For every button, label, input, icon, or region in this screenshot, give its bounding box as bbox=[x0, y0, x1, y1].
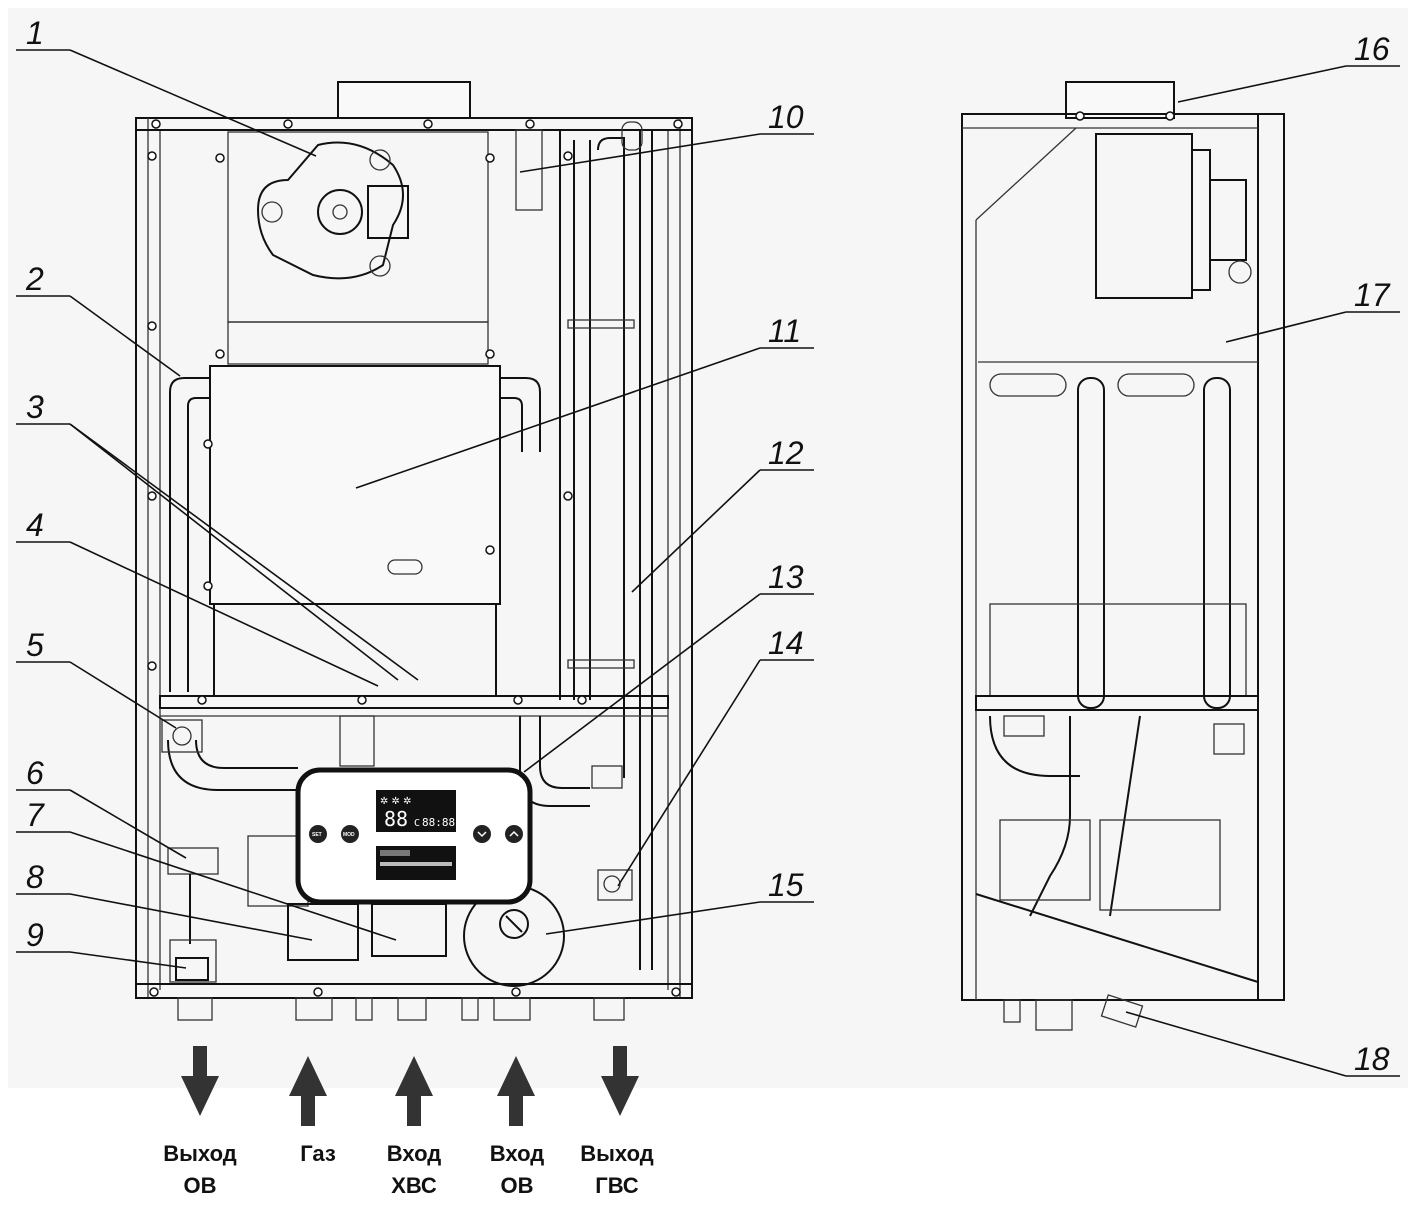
connection-gas-in: Газ bbox=[263, 1138, 373, 1170]
callout-leaders bbox=[16, 49, 1400, 1077]
arrow-up-icon bbox=[289, 1056, 327, 1126]
callout-5: 5 bbox=[26, 627, 44, 663]
connection-label-line1: Газ bbox=[300, 1141, 336, 1166]
side-screws bbox=[1075, 111, 1175, 121]
callout-2: 2 bbox=[25, 261, 44, 297]
fan-scroll bbox=[256, 141, 404, 280]
callout-17: 17 bbox=[1354, 277, 1391, 313]
combustion-chamber bbox=[209, 365, 501, 605]
connection-label-line1: Вход bbox=[489, 1141, 545, 1166]
down-button[interactable] bbox=[473, 825, 491, 843]
callout-8: 8 bbox=[26, 859, 44, 895]
arrow-up-icon bbox=[497, 1056, 535, 1126]
arrow-up-icon bbox=[395, 1056, 433, 1126]
chevron-down-icon bbox=[477, 831, 487, 838]
connection-hot-water-out: Выход ГВС bbox=[562, 1138, 672, 1202]
callout-12: 12 bbox=[768, 435, 804, 471]
connection-label-line2: ХВС bbox=[391, 1173, 437, 1198]
callout-3: 3 bbox=[26, 389, 44, 425]
connection-cold-water-in: Вход ХВС bbox=[359, 1138, 469, 1202]
callout-16: 16 bbox=[1354, 31, 1390, 67]
callout-13: 13 bbox=[768, 559, 804, 595]
arrow-down-icon bbox=[601, 1046, 639, 1116]
front-screws bbox=[147, 119, 683, 997]
connection-label-line1: Выход bbox=[163, 1141, 237, 1166]
arrow-down-icon bbox=[181, 1046, 219, 1116]
lcd-icons: ✲ ✲ ✲ bbox=[380, 796, 412, 807]
mod-button-label: MOD bbox=[343, 832, 355, 838]
callout-10: 10 bbox=[768, 99, 804, 135]
callout-6: 6 bbox=[26, 755, 44, 791]
side-view bbox=[961, 81, 1285, 1031]
set-button-label: SET bbox=[312, 832, 322, 838]
up-button[interactable] bbox=[505, 825, 523, 843]
callout-7: 7 bbox=[26, 797, 45, 833]
lcd-digits: 88 bbox=[384, 807, 408, 831]
callout-15: 15 bbox=[768, 867, 804, 903]
connection-heating-return: Вход ОВ bbox=[462, 1138, 572, 1202]
connection-label-line2: ГВС bbox=[595, 1173, 639, 1198]
control-panel: ✲ ✲ ✲ 88 C 88:88 SET MOD bbox=[295, 767, 533, 905]
callout-11: 11 bbox=[768, 313, 801, 349]
front-flue-outlet bbox=[337, 81, 471, 119]
set-button[interactable] bbox=[309, 825, 327, 843]
callout-14: 14 bbox=[768, 625, 804, 661]
mid-bar bbox=[159, 695, 669, 709]
flow-arrows bbox=[181, 1046, 639, 1126]
side-flue-outlet bbox=[1065, 81, 1175, 119]
connection-label-line1: Вход bbox=[386, 1141, 442, 1166]
callout-18: 18 bbox=[1354, 1041, 1390, 1077]
chevron-up-icon bbox=[509, 830, 519, 837]
connection-label-line1: Выход bbox=[580, 1141, 654, 1166]
callout-numbers: 1 2 3 4 5 6 7 8 9 10 11 12 13 14 15 16 1… bbox=[25, 15, 1391, 1077]
callout-1: 1 bbox=[26, 15, 44, 51]
lcd-display bbox=[376, 790, 456, 832]
connection-label-line2: ОВ bbox=[183, 1173, 217, 1198]
callout-9: 9 bbox=[26, 917, 44, 953]
control-panel-housing bbox=[295, 767, 533, 905]
lcd-unit: C bbox=[414, 818, 420, 829]
connection-heating-out: Выход ОВ bbox=[145, 1138, 255, 1202]
front-view bbox=[135, 81, 693, 1021]
connection-label-line2: ОВ bbox=[500, 1173, 534, 1198]
mod-button[interactable] bbox=[341, 825, 359, 843]
callout-4: 4 bbox=[26, 507, 44, 543]
side-pipe-right bbox=[1203, 377, 1231, 709]
side-pipe-left bbox=[1077, 377, 1105, 709]
lcd-time: 88:88 bbox=[422, 816, 455, 829]
